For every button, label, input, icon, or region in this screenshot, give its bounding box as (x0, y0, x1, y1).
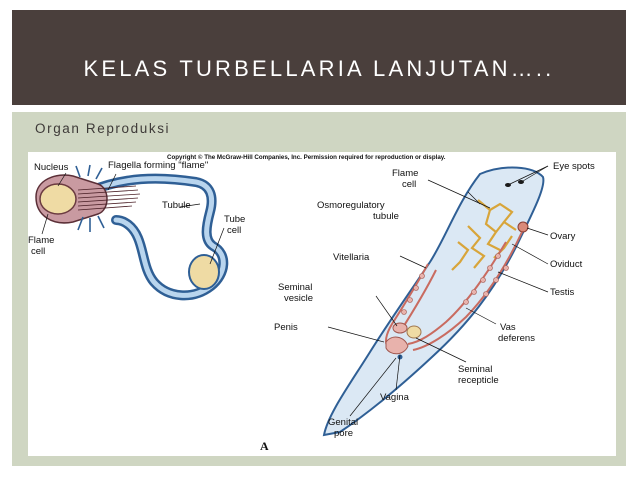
copyright-text: Copyright © The McGraw-Hill Companies, I… (167, 154, 446, 161)
label-flame-cell-1: Flame (28, 235, 54, 246)
label-vas-deferens-1: Vas (500, 322, 516, 333)
cell-projections (75, 164, 105, 232)
label-nucleus: Nucleus (34, 162, 69, 173)
slide-subtitle: Organ Reproduksi (35, 121, 171, 136)
flame-leader-lines (41, 172, 225, 265)
figure-panel: Copyright © The McGraw-Hill Companies, I… (28, 152, 616, 456)
flatworm-diagram: Eye spots Flame cell Osmoregulatory tubu… (274, 161, 595, 439)
label-flame-cell-worm-1: Flame (392, 168, 418, 179)
slide-title: KELAS TURBELLARIA LANJUTAN….. (83, 56, 555, 81)
label-testis: Testis (550, 287, 575, 298)
label-vitellaria: Vitellaria (333, 252, 370, 263)
eye-spot-left (505, 183, 511, 187)
label-osmoregulatory-1: Osmoregulatory (317, 200, 385, 211)
anatomy-figure: Copyright © The McGraw-Hill Companies, I… (28, 154, 595, 453)
flame-cell-diagram: Nucleus Flagella forming "flame" Tubule … (28, 160, 245, 301)
label-genital-pore-2: pore (334, 428, 353, 439)
label-vas-deferens-2: deferens (498, 333, 535, 344)
label-genital-pore-1: Genital (328, 417, 358, 428)
ovary (517, 221, 529, 233)
title-bar: KELAS TURBELLARIA LANJUTAN….. (12, 10, 626, 105)
label-seminal-receptacle-1: Seminal (458, 364, 492, 375)
label-tube-cell-1: Tube (224, 214, 245, 225)
label-seminal-vesicle-2: vesicle (284, 293, 313, 304)
eye-spot-right (518, 180, 524, 184)
penis (385, 336, 409, 355)
content-area: Organ Reproduksi Copyright © The McGraw-… (12, 112, 626, 466)
tubule-lumen (85, 176, 226, 298)
label-ovary: Ovary (550, 231, 576, 242)
label-vagina: Vagina (380, 392, 410, 403)
label-eye-spots: Eye spots (553, 161, 595, 172)
label-seminal-receptacle-2: recepticle (458, 375, 499, 386)
label-tubule: Tubule (162, 200, 191, 211)
label-seminal-vesicle-1: Seminal (278, 282, 312, 293)
label-osmoregulatory-2: tubule (373, 211, 399, 222)
osmoregulatory-network (451, 199, 517, 271)
label-oviduct: Oviduct (550, 259, 583, 270)
panel-letter: A (260, 439, 269, 453)
label-flame-cell-worm-2: cell (402, 179, 416, 190)
testes (401, 253, 509, 315)
label-flagella: Flagella forming "flame" (108, 160, 208, 171)
worm-leader-lines (327, 165, 549, 417)
tube-cell-nucleus (188, 254, 220, 290)
seminal-vesicle (392, 322, 408, 334)
label-tube-cell-2: cell (227, 225, 241, 236)
label-flame-cell-2: cell (31, 246, 45, 257)
flagella-flame (77, 185, 141, 211)
seminal-receptacle (406, 325, 422, 339)
flame-cell-nucleus (39, 183, 77, 215)
label-penis: Penis (274, 322, 298, 333)
